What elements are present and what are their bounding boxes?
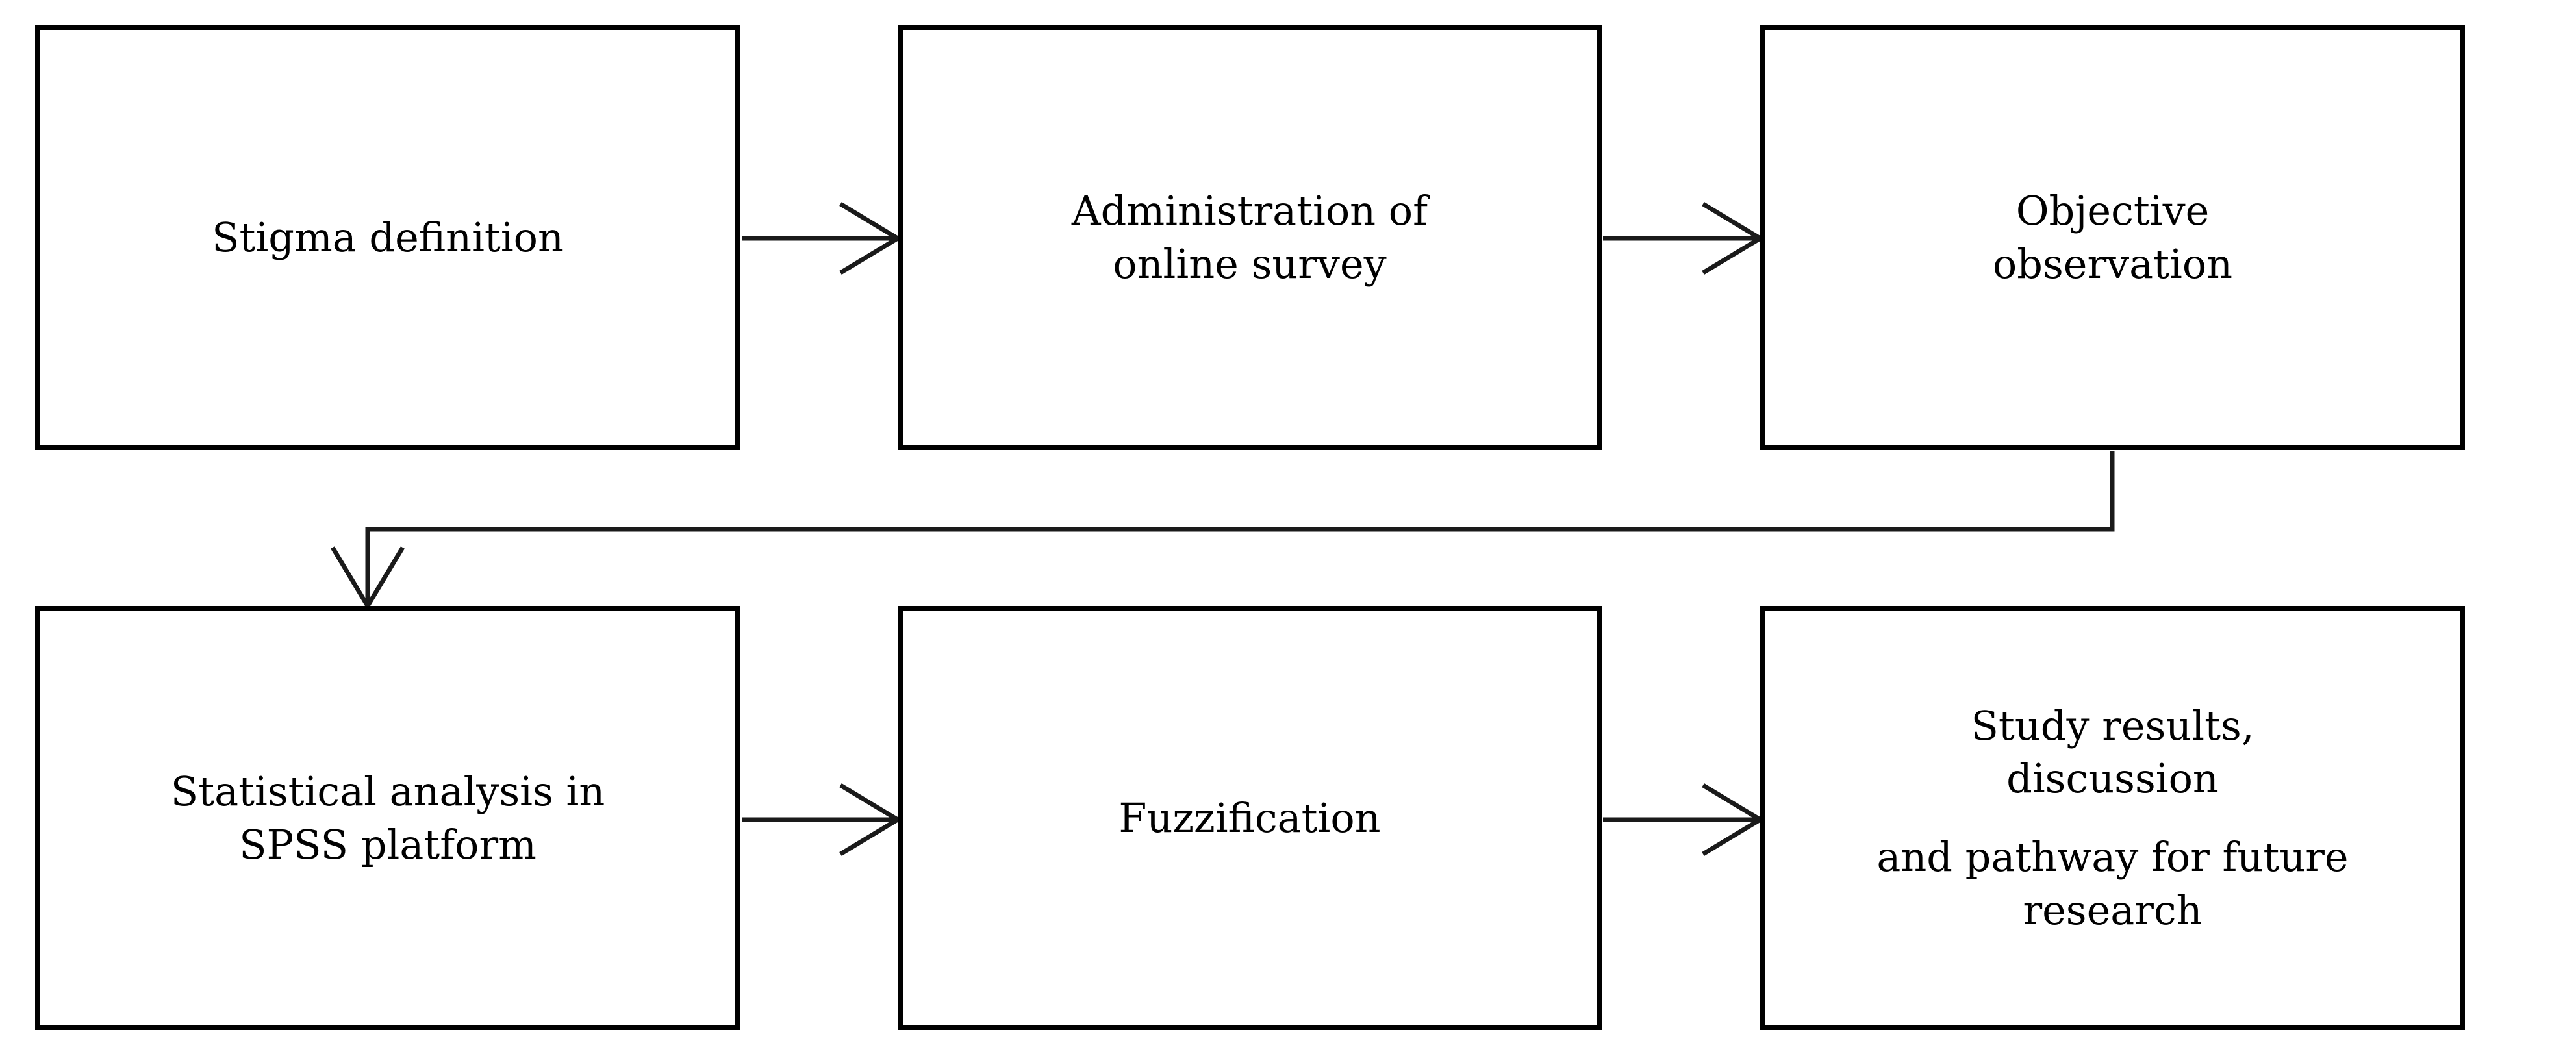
node-objective-observation-label: Objective observation — [1777, 184, 2448, 291]
edge-observation-to-spss — [330, 451, 2115, 611]
node-line: observation — [1992, 240, 2233, 288]
node-fuzzification[interactable]: Fuzzification — [898, 606, 1602, 1030]
node-line: and pathway for future — [1876, 833, 2349, 881]
node-stigma-definition-label: Stigma definition — [52, 211, 724, 264]
node-line: Fuzzification — [1118, 794, 1381, 842]
node-stigma-definition[interactable]: Stigma definition — [35, 25, 740, 450]
node-line: Administration of — [1071, 186, 1428, 234]
node-line: Objective — [2015, 186, 2210, 234]
edge-fuzzification-to-study — [1603, 783, 1765, 856]
node-objective-observation[interactable]: Objective observation — [1760, 25, 2465, 450]
node-line: research — [2023, 886, 2203, 934]
edge-stigma-to-survey — [742, 202, 902, 275]
node-study-results-label: Study results, discussion and pathway fo… — [1777, 699, 2448, 937]
node-line: SPSS platform — [239, 820, 537, 868]
node-line: Statistical analysis in — [170, 767, 605, 815]
node-line: Study results, — [1971, 701, 2254, 749]
node-fuzzification-label: Fuzzification — [915, 792, 1585, 845]
node-line: Stigma definition — [212, 213, 564, 261]
node-study-results-discussion-and-pathway-for-future-research[interactable]: Study results, discussion and pathway fo… — [1760, 606, 2465, 1030]
node-line: online survey — [1113, 240, 1387, 288]
edge-survey-to-observation — [1603, 202, 1765, 275]
node-administration-of-online-survey[interactable]: Administration of online survey — [898, 25, 1602, 450]
node-statistical-analysis-in-spss-platform-label: Statistical analysis in SPSS platform — [52, 765, 724, 872]
node-administration-of-online-survey-label: Administration of online survey — [915, 184, 1585, 291]
node-statistical-analysis-in-spss-platform[interactable]: Statistical analysis in SPSS platform — [35, 606, 740, 1030]
node-line: discussion — [2006, 755, 2219, 803]
edge-spss-to-fuzzification — [742, 783, 902, 856]
